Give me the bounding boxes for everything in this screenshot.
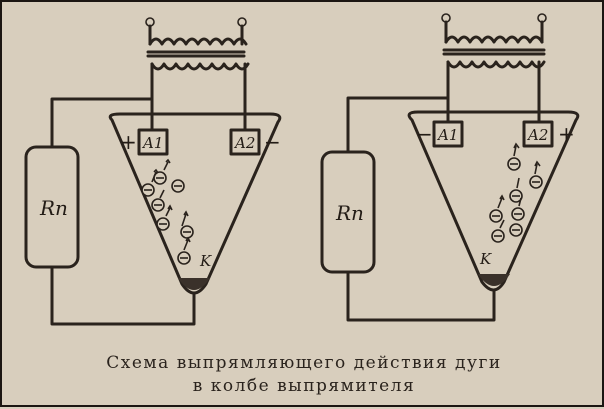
right-anode-1-label: A1: [436, 126, 458, 144]
left-resistor: [24, 145, 80, 269]
electron: [529, 175, 543, 189]
right-anode-2-label: A2: [526, 126, 548, 144]
right-resistor: [320, 150, 376, 274]
left-anode-2: [229, 128, 261, 156]
electron-arrow: [499, 219, 505, 229]
electron-arrow: [183, 236, 191, 251]
right-transformer: [441, 13, 547, 69]
left-secondary-coil: [150, 62, 250, 71]
left-mercury-cathode: [178, 278, 210, 290]
right-anode-1: [432, 120, 464, 148]
electron: [141, 183, 155, 197]
electron: [171, 179, 185, 193]
right-circuit: Rп A1 A2 − + K: [320, 13, 580, 322]
electron-arrow: [516, 177, 520, 189]
left-bulb: [108, 112, 282, 295]
electron: [177, 251, 191, 265]
electron: [511, 207, 525, 221]
left-transformer: [145, 17, 250, 71]
electron-arrow: [159, 189, 165, 199]
electron: [489, 209, 503, 223]
right-bulb: [407, 110, 580, 292]
left-anode-1: [137, 128, 169, 156]
electron-arrow: [151, 168, 159, 183]
left-cathode-label: K: [199, 252, 212, 270]
left-anode-2-sign: −: [264, 130, 281, 154]
electron-arrow: [163, 158, 171, 171]
left-wire-top: [50, 62, 154, 149]
right-secondary-coil: [446, 60, 546, 69]
electron-arrow: [181, 210, 189, 227]
left-resistor-label: Rп: [39, 196, 68, 220]
electron: [151, 198, 165, 212]
right-cathode-label: K: [479, 250, 492, 268]
electron: [180, 225, 194, 239]
right-primary-coil: [444, 35, 544, 44]
caption-line-1: Схема выпрямляющего действия дуги: [106, 353, 502, 373]
left-anode-1-sign: +: [120, 130, 137, 154]
left-wire-bottom: [50, 265, 196, 326]
right-transformer-core: [442, 48, 546, 56]
electron-arrow: [165, 204, 173, 217]
left-electrons: [141, 158, 194, 265]
right-electrons: [489, 142, 543, 243]
electron: [509, 189, 523, 203]
left-circuit: Rп A1 A2 + − K: [24, 17, 282, 326]
left-anode-1-label: A1: [141, 134, 163, 152]
electron-arrow: [518, 197, 522, 207]
caption-line-2: в колбе выпрямителя: [192, 376, 416, 396]
electron: [156, 217, 170, 231]
left-anode-2-label: A2: [233, 134, 255, 152]
right-resistor-label: Rп: [335, 201, 364, 225]
right-anode-2: [522, 120, 554, 148]
electron: [509, 223, 523, 237]
left-transformer-core: [146, 50, 246, 58]
right-anode-2-sign: +: [558, 122, 575, 146]
right-mercury-cathode: [478, 274, 510, 286]
right-wire-bottom: [346, 270, 496, 322]
electron: [491, 229, 505, 243]
electron-arrow: [497, 194, 505, 209]
right-anode-1-sign: −: [416, 122, 433, 146]
electron-arrow: [534, 160, 541, 175]
left-primary-coil: [148, 37, 248, 46]
electron: [507, 157, 521, 171]
electron-arrow: [513, 142, 520, 157]
